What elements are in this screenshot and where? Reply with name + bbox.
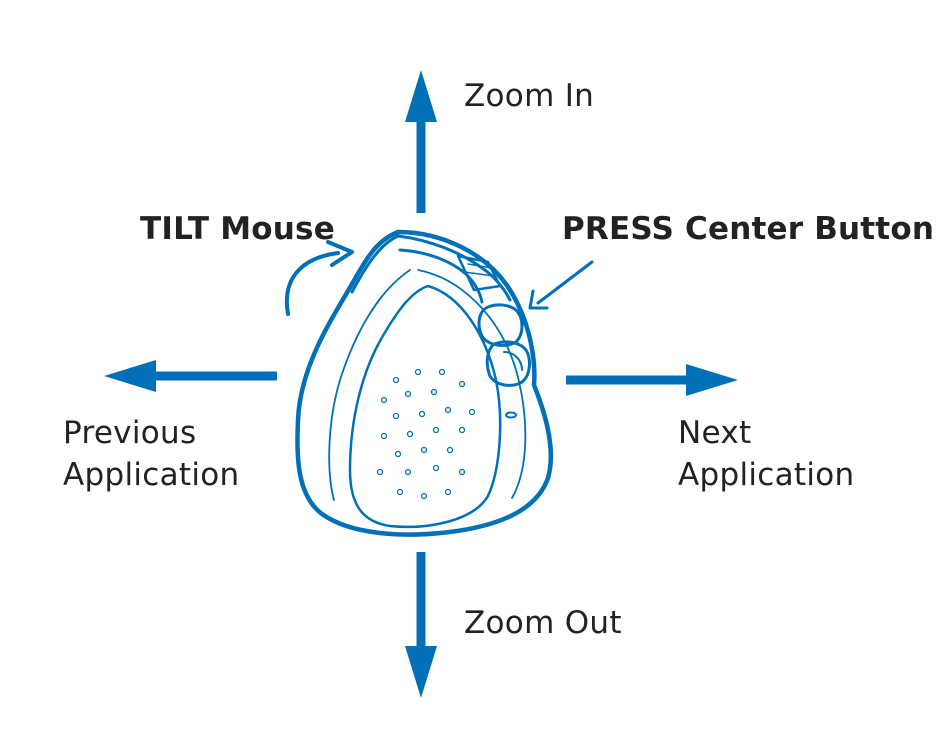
curved-arrow-icon <box>284 240 354 316</box>
press-center-button-label: PRESS Center Button <box>562 211 935 247</box>
previous-application-line-1: Previous <box>63 415 197 451</box>
previous-application-label: Previous Application <box>63 412 240 496</box>
next-application-line-2: Application <box>678 457 855 493</box>
left-arrow-icon <box>104 360 277 392</box>
zoom-out-label: Zoom Out <box>464 605 622 641</box>
next-application-label: Next Application <box>678 412 855 496</box>
up-arrow-icon <box>405 70 437 213</box>
zoom-in-label: Zoom In <box>464 78 595 114</box>
tilt-mouse-label: TILT Mouse <box>140 211 335 247</box>
pointer-arrow-icon <box>528 260 594 310</box>
next-application-line-1: Next <box>678 415 752 451</box>
mouse-icon <box>295 229 554 537</box>
down-arrow-icon <box>405 552 437 698</box>
right-arrow-icon <box>566 364 738 396</box>
previous-application-line-2: Application <box>63 457 240 493</box>
